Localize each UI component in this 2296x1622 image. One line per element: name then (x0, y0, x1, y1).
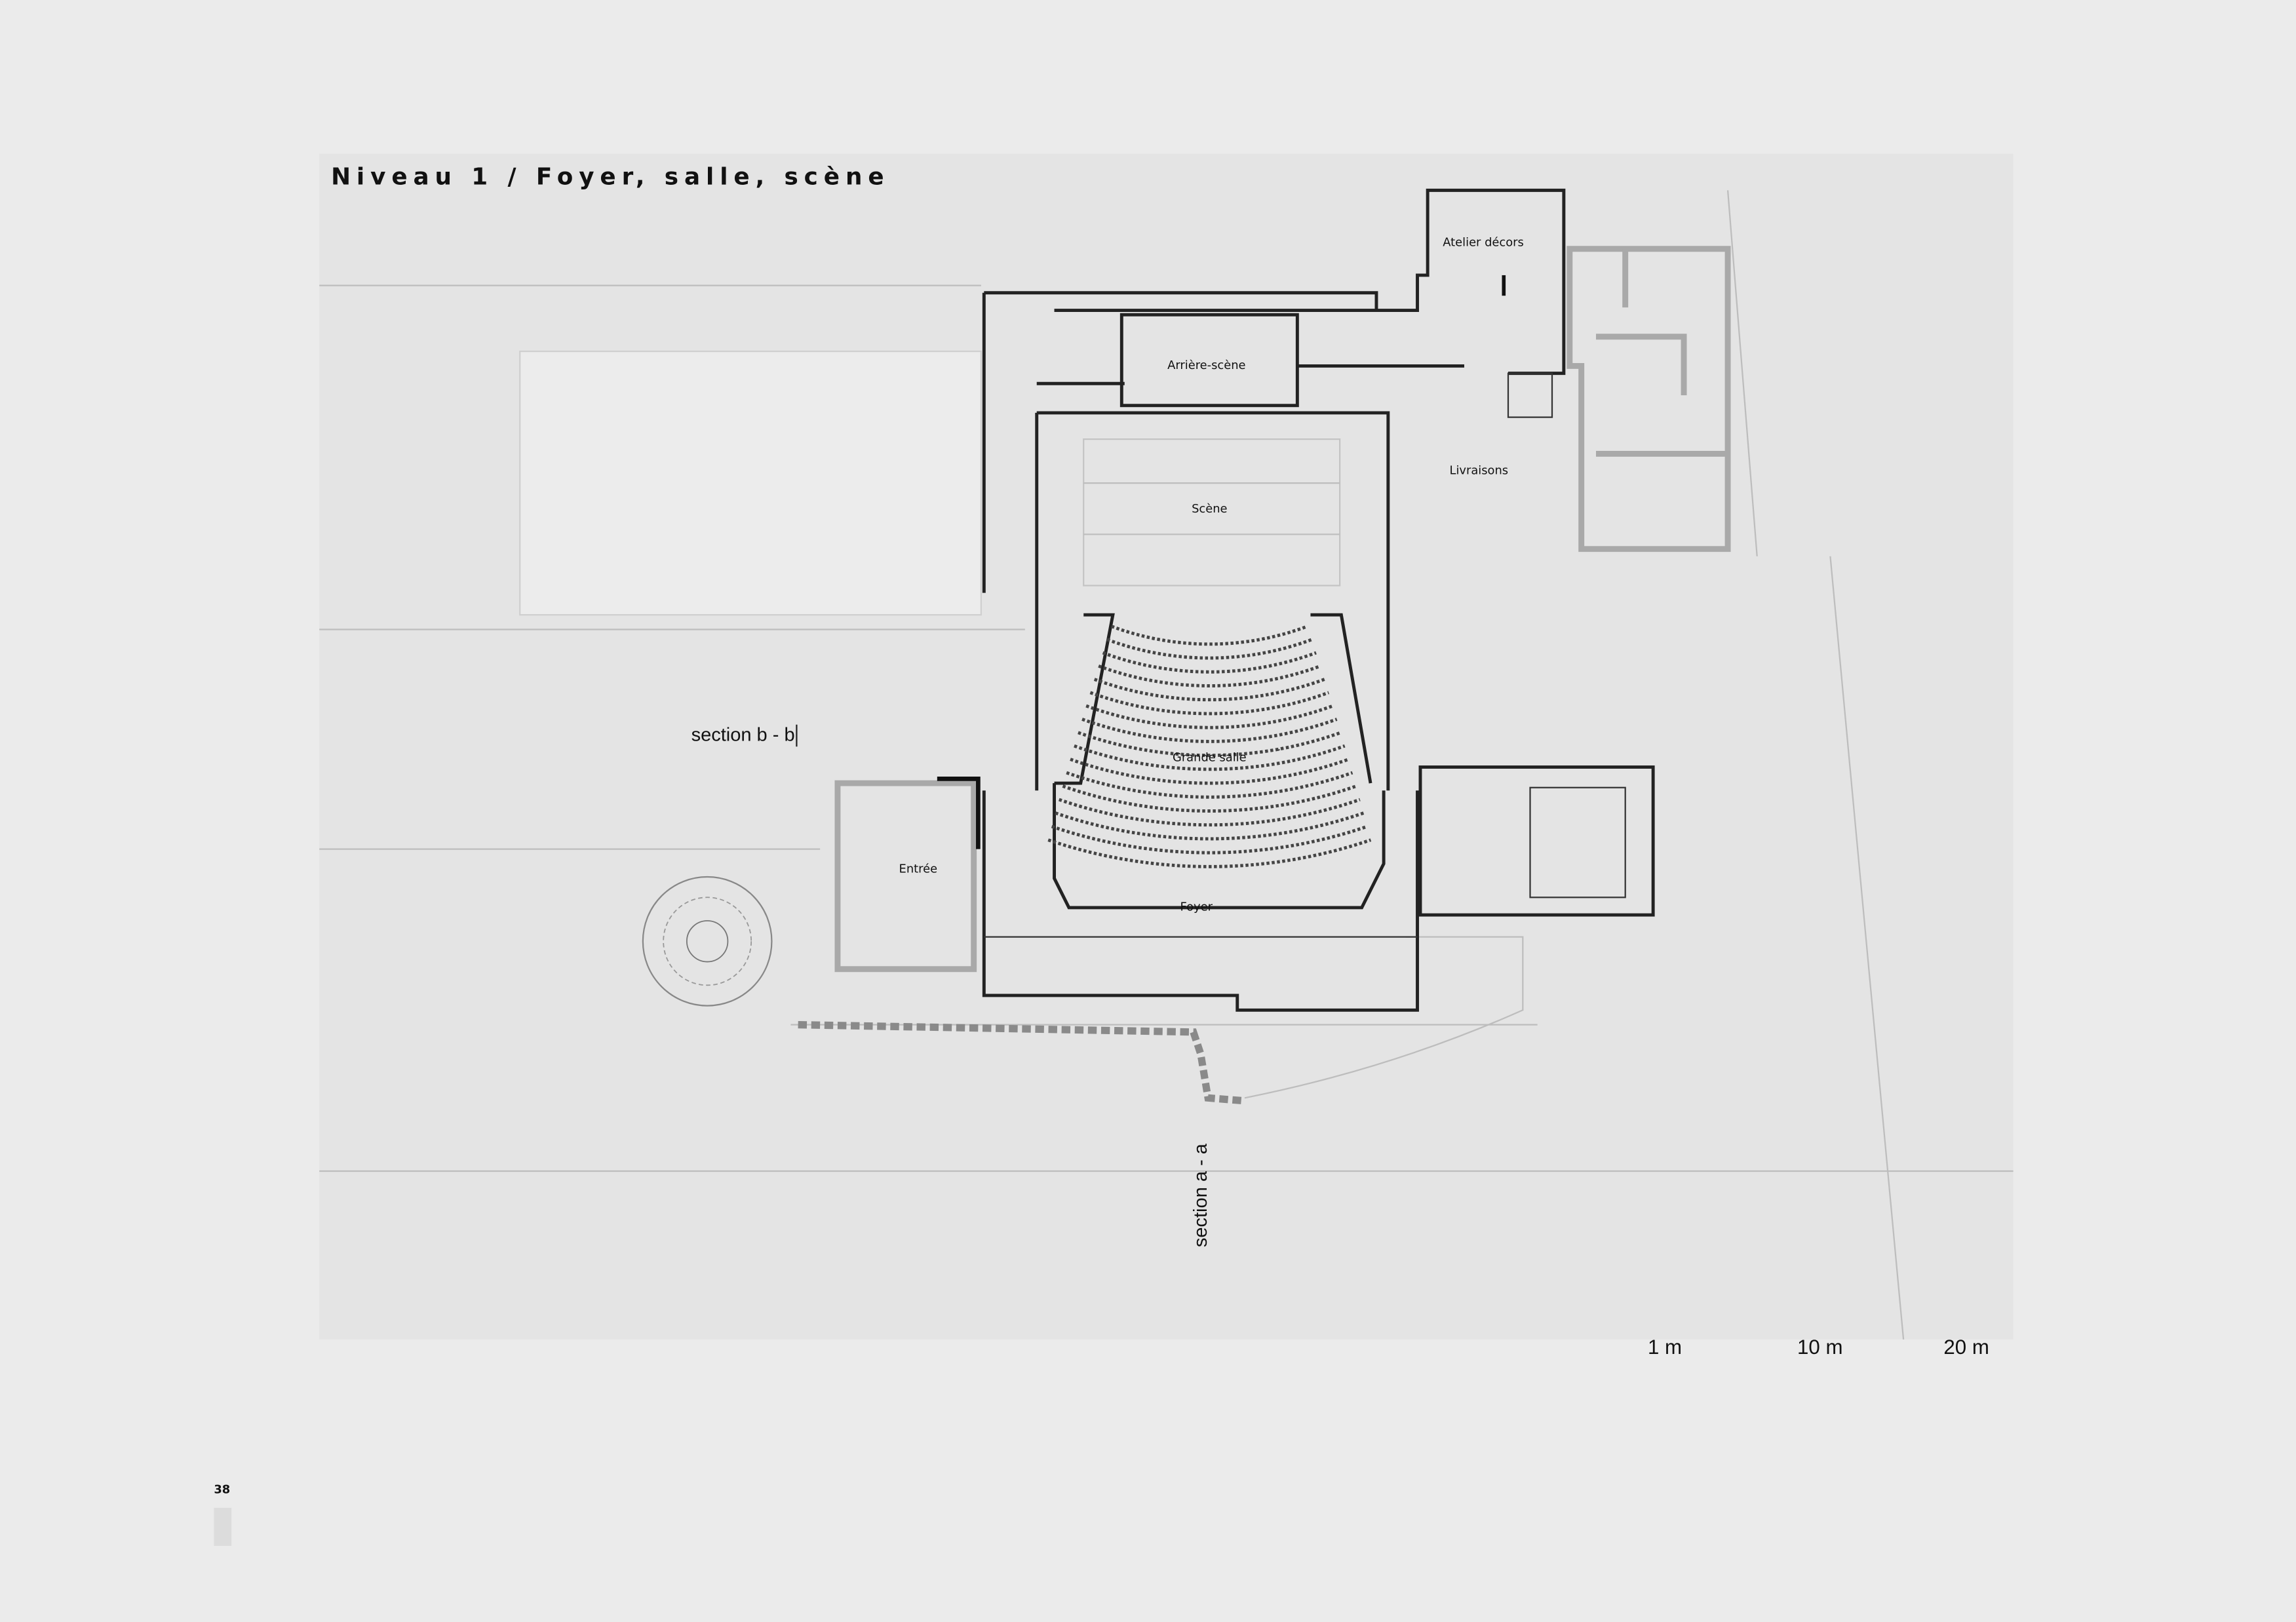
seat-row (1074, 744, 1346, 771)
seat-row (1058, 798, 1361, 827)
page-number: 38 (214, 1482, 230, 1496)
room-label-foyer: Foyer (1180, 900, 1213, 914)
page-title: Niveau 1 / Foyer, salle, scène (331, 163, 889, 190)
room-label-grande-salle: Grande salle (1173, 751, 1247, 765)
page-marker (214, 1507, 232, 1546)
room-label-scene: Scène (1192, 502, 1227, 516)
auditorium-seating (1047, 625, 1372, 868)
seat-row (1066, 771, 1353, 799)
seat-row (1055, 811, 1365, 841)
scale-label-10m: 10 m (1797, 1336, 1843, 1359)
seat-row (1093, 678, 1325, 702)
tree-symbol (642, 876, 773, 1007)
seat-row (1098, 664, 1321, 687)
plan-background (319, 153, 2014, 1340)
seat-row (1062, 784, 1357, 813)
site-context-lines (319, 190, 2014, 1340)
seat-row (1078, 731, 1342, 757)
stage-rigging (1083, 438, 1341, 587)
site-area (519, 350, 982, 616)
scale-label-20m: 20 m (1943, 1336, 1989, 1359)
room-label-arriere-scene: Arrière-scène (1167, 358, 1245, 372)
entree-pavilion (834, 777, 981, 973)
room-label-livraisons: Livraisons (1450, 464, 1509, 478)
seat-row (1089, 691, 1330, 716)
seat-row (1070, 758, 1350, 785)
hedge (798, 1021, 1245, 1105)
section-label-a: section a - a (1190, 1143, 1211, 1247)
seat-row (1085, 704, 1334, 729)
scale-label-1m: 1 m (1648, 1336, 1682, 1359)
room-label-entree: Entrée (899, 862, 938, 876)
annex-building (1566, 246, 1731, 552)
seat-row (1106, 638, 1313, 660)
seat-row (1110, 625, 1308, 646)
seat-row (1051, 824, 1368, 855)
section-label-b: section b - b (691, 724, 795, 745)
building-walls (982, 188, 1655, 1012)
seat-row (1102, 651, 1317, 674)
room-label-atelier-decors: Atelier décors (1443, 235, 1524, 249)
seat-row (1047, 838, 1372, 868)
